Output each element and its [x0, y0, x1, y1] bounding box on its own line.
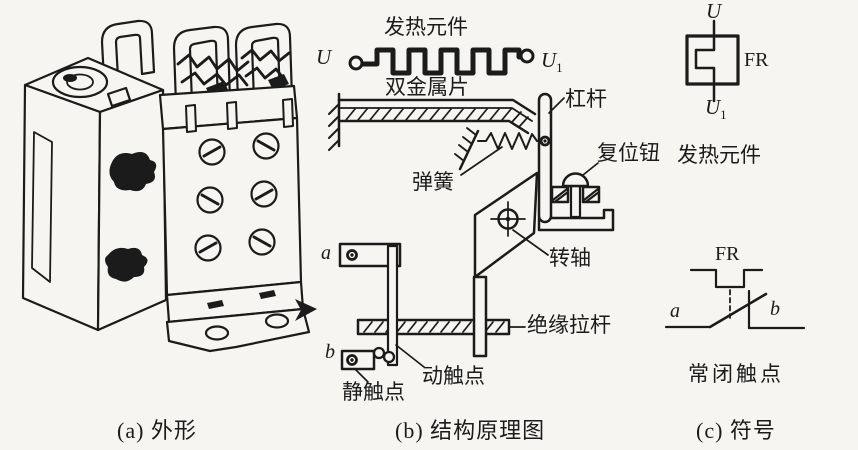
label-reset-button: 复位钮 — [597, 141, 660, 165]
u1-sub: 1 — [556, 60, 563, 76]
label-terminal-u: U — [316, 45, 332, 69]
label-point-a: a — [321, 242, 331, 264]
label-heater-element: 发热元件 — [384, 15, 468, 39]
label-nc-contact: 常闭触点 — [688, 362, 784, 386]
nc-contact-symbol-drawing — [664, 268, 806, 330]
label-spring: 弹簧 — [412, 170, 454, 194]
caption-symbol: (c) 符号 — [696, 418, 776, 443]
label-terminal-u1: U1 — [541, 49, 563, 75]
label-static-contact: 静触点 — [342, 380, 405, 404]
plate-leg — [472, 275, 488, 358]
contact-drawing — [338, 242, 402, 371]
reset-button-drawing — [550, 172, 601, 219]
nc-point-a: a — [670, 300, 680, 322]
screw-heads — [194, 132, 280, 262]
label-bimetal-strip: 双金属片 — [385, 75, 469, 99]
spring-drawing — [454, 127, 545, 171]
label-insulating-rod: 绝缘拉杆 — [527, 313, 611, 337]
label-pivot-shaft: 转轴 — [549, 246, 591, 270]
coil-scribbles — [176, 48, 291, 87]
caption-structure: (b) 结构原理图 — [395, 418, 546, 443]
nc-designator-fr: FR — [715, 243, 740, 265]
lever-bracket — [537, 208, 615, 232]
u1-base: U — [541, 48, 557, 72]
label-moving-contact: 动触点 — [422, 364, 485, 388]
symbol-terminal-u: U — [706, 0, 722, 23]
nc-point-b: b — [770, 298, 780, 320]
appearance-drawing — [21, 19, 317, 353]
pivot-plate-drawing — [473, 171, 539, 279]
symbol-u1-sub: 1 — [720, 107, 727, 123]
heater-symbol-drawing — [685, 19, 740, 103]
label-heater-symbol: 发热元件 — [677, 143, 761, 167]
symbol-terminal-u1: U1 — [705, 96, 727, 122]
structure-diagram — [328, 47, 615, 383]
heater-element-drawing — [348, 47, 535, 76]
lever-drawing — [537, 92, 553, 224]
bimetal-strip-drawing — [328, 92, 537, 151]
symbol-u1-base: U — [705, 95, 721, 119]
label-lever: 杠杆 — [565, 87, 607, 111]
caption-appearance: (a) 外形 — [117, 418, 197, 443]
symbol-designator-fr: FR — [744, 49, 769, 71]
label-point-b: b — [325, 341, 335, 363]
leader-lines — [355, 97, 599, 383]
